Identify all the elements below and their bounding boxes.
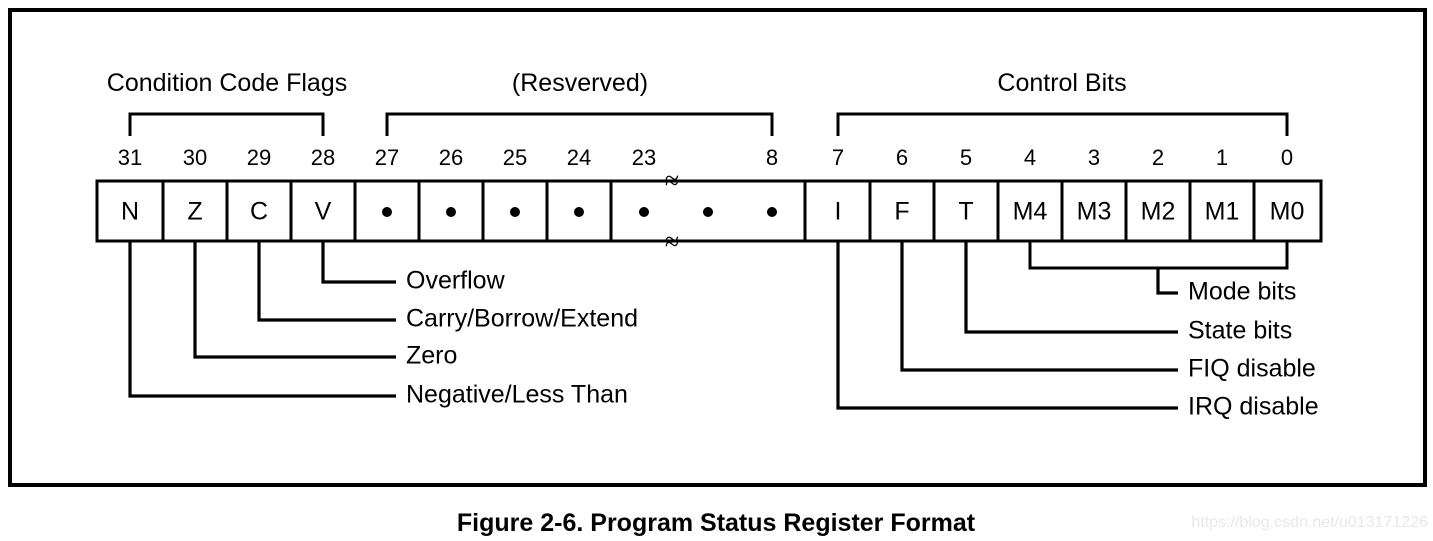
- bit-number-2: 2: [1152, 145, 1164, 170]
- mode-bits-bracket: [1028, 241, 1289, 270]
- cell-label-m2: M2: [1141, 198, 1176, 226]
- cell-label-z: Z: [187, 198, 202, 226]
- left-callout-labels: Overflow Carry/Borrow/Extend Zero Negati…: [406, 267, 638, 409]
- bit-number-5: 5: [960, 145, 972, 170]
- figure-border: [8, 8, 1427, 487]
- reserved-dot-25: [510, 207, 520, 217]
- leader-negative: [128, 241, 396, 398]
- cell-label-t: T: [958, 198, 973, 226]
- leader-zero: [193, 241, 396, 359]
- callout-label-state-bits: State bits: [1188, 317, 1292, 345]
- cell-f[interactable]: [868, 179, 936, 243]
- callout-label-fiq-disable: FIQ disable: [1188, 355, 1316, 383]
- reserved-dots: [382, 207, 777, 217]
- bit-number-6: 6: [896, 145, 908, 170]
- bit-number-23: 23: [632, 145, 656, 170]
- bit-numbers: 31 30 29 28 27 26 25 24 23 8 7 6 5 4 3 2…: [118, 145, 1293, 170]
- watermark-text: https://blog.csdn.net/u013171226: [1191, 514, 1428, 531]
- bit-number-30: 30: [183, 145, 207, 170]
- bit-number-29: 29: [247, 145, 271, 170]
- bracket-reserved: [385, 112, 774, 136]
- reserved-dot-23: [639, 207, 649, 217]
- bit-number-4: 4: [1024, 145, 1036, 170]
- bit-number-31: 31: [118, 145, 142, 170]
- reserved-dot-8: [767, 207, 777, 217]
- leader-fiq-disable: [900, 241, 1178, 372]
- cell-m0[interactable]: [1252, 179, 1323, 243]
- callout-label-negative: Negative/Less Than: [406, 381, 628, 409]
- left-callout-leaders: [128, 241, 396, 398]
- cell-label-m4: M4: [1013, 198, 1048, 226]
- bracket-condition-code-flags: [128, 112, 325, 136]
- right-callout-labels: Mode bits State bits FIQ disable IRQ dis…: [1188, 278, 1319, 421]
- leader-carry: [257, 241, 396, 322]
- callout-label-zero: Zero: [406, 342, 457, 370]
- bit-number-0: 0: [1281, 145, 1293, 170]
- cell-labels: N Z C V I F T M4 M3 M2 M1 M0: [121, 198, 1304, 226]
- cell-m1[interactable]: [1188, 179, 1256, 243]
- cell-label-m0: M0: [1270, 198, 1305, 226]
- section-headers: Condition Code Flags (Resverved) Control…: [107, 69, 1127, 97]
- section-brackets: [128, 112, 1289, 136]
- reserved-dot-mid: [703, 207, 713, 217]
- bit-number-1: 1: [1216, 145, 1228, 170]
- reserved-dot-24: [574, 207, 584, 217]
- break-mark-top: ≈: [665, 166, 679, 195]
- callout-label-overflow: Overflow: [406, 267, 506, 295]
- bit-number-26: 26: [439, 145, 463, 170]
- cell-label-v: V: [315, 198, 332, 226]
- callout-label-carry: Carry/Borrow/Extend: [406, 305, 638, 333]
- reserved-dot-26: [446, 207, 456, 217]
- cell-label-c: C: [250, 198, 268, 226]
- leader-overflow: [321, 241, 396, 284]
- bit-number-24: 24: [567, 145, 591, 170]
- bit-number-28: 28: [311, 145, 335, 170]
- cell-label-i: I: [835, 198, 842, 226]
- bracket-control-bits: [836, 112, 1289, 136]
- cell-label-f: F: [894, 198, 909, 226]
- leader-irq-disable: [836, 241, 1178, 410]
- section-header-control-bits: Control Bits: [997, 69, 1126, 97]
- section-header-condition-code-flags: Condition Code Flags: [107, 69, 347, 97]
- bit-number-3: 3: [1088, 145, 1100, 170]
- section-header-reserved: (Resverved): [512, 69, 648, 97]
- cell-label-m1: M1: [1205, 198, 1240, 226]
- reserved-dot-27: [382, 207, 392, 217]
- cell-label-n: N: [121, 198, 139, 226]
- right-callout-leaders: [836, 241, 1289, 410]
- figure-caption: Figure 2-6. Program Status Register Form…: [457, 509, 976, 537]
- callout-label-mode-bits: Mode bits: [1188, 278, 1296, 306]
- break-mark-bottom: ≈: [665, 227, 679, 256]
- bit-number-27: 27: [375, 145, 399, 170]
- leader-state-bits: [964, 241, 1178, 334]
- break-marks: ≈ ≈: [665, 166, 679, 256]
- cell-label-m3: M3: [1077, 198, 1112, 226]
- leader-mode-bits: [1156, 268, 1178, 295]
- bit-number-7: 7: [832, 145, 844, 170]
- bit-number-25: 25: [503, 145, 527, 170]
- bit-number-8: 8: [766, 145, 778, 170]
- callout-label-irq-disable: IRQ disable: [1188, 393, 1319, 421]
- cell-t[interactable]: [932, 179, 1000, 243]
- cell-v[interactable]: [289, 179, 357, 243]
